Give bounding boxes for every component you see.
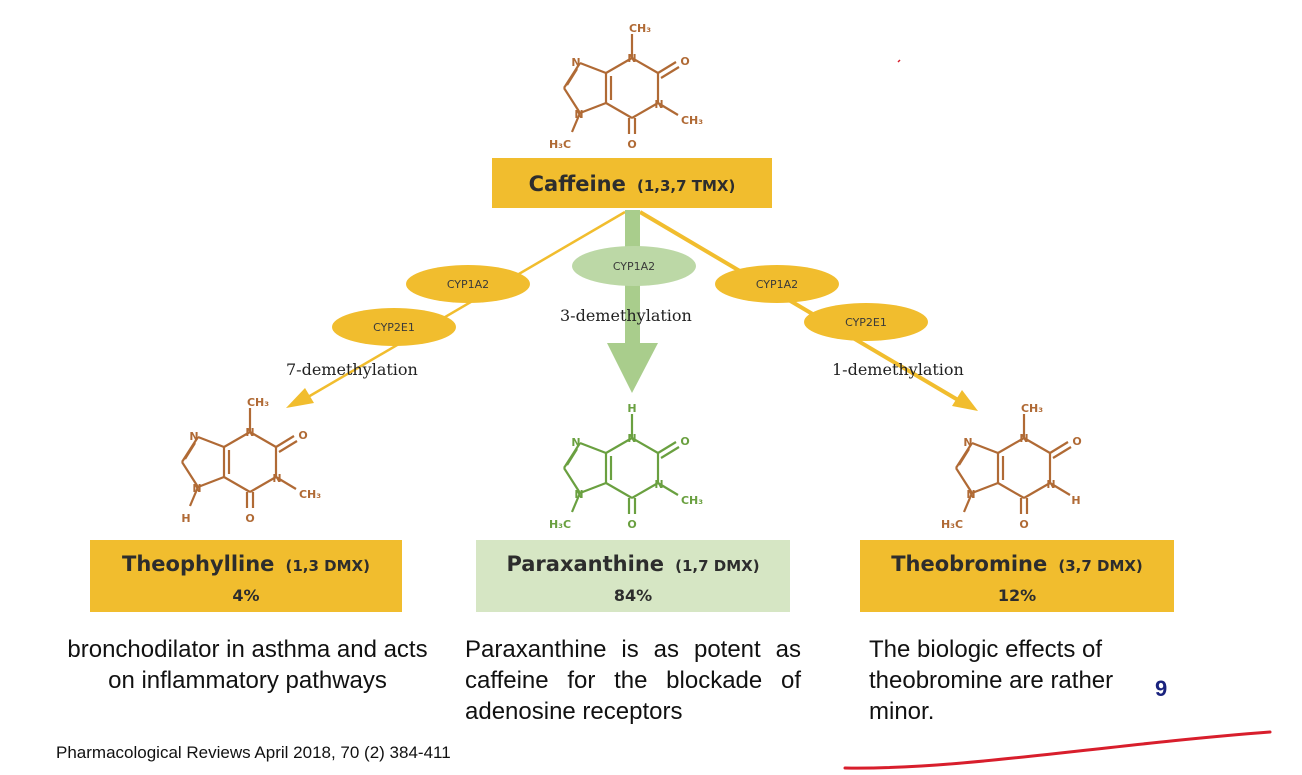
theobromine-percent: 12% xyxy=(998,586,1036,605)
atom-label: N xyxy=(571,56,580,69)
left-arrowhead xyxy=(286,388,314,408)
caffeine-code: (1,3,7 TMX) xyxy=(637,177,735,195)
atom-label: O xyxy=(298,429,307,442)
enzyme-label-center: CYP1A2 xyxy=(613,260,655,273)
right-pathway-line xyxy=(638,210,960,402)
theophylline-structure: CH₃ N O N CH₃ O N H N xyxy=(180,396,321,525)
citation: Pharmacological Reviews April 2018, 70 (… xyxy=(56,743,451,762)
atom-label: O xyxy=(245,512,254,525)
paraxanthine-percent: 84% xyxy=(614,586,652,605)
theobromine-description: The biologic effects of theobromine are … xyxy=(869,636,1114,725)
atom-label: CH₃ xyxy=(299,488,321,501)
page-number: 9 xyxy=(1155,676,1168,701)
atom-label: O xyxy=(680,55,689,68)
paraxanthine-name: Paraxanthine xyxy=(506,552,664,576)
paraxanthine-label: Paraxanthine (1,7 DMX) xyxy=(506,552,759,576)
right-arrowhead xyxy=(952,390,978,411)
caffeine-label: Caffeine (1,3,7 TMX) xyxy=(529,172,736,196)
atom-label: N xyxy=(627,52,636,65)
theophylline-label: Theophylline (1,3 DMX) xyxy=(122,552,370,576)
atom-label: CH₃ xyxy=(247,396,269,409)
atom-label: CH₃ xyxy=(681,494,703,507)
theobromine-name: Theobromine xyxy=(891,552,1047,576)
atom-label: N xyxy=(272,472,281,485)
atom-label: N xyxy=(963,436,972,449)
enzyme-ellipse-cyp2e1-left xyxy=(332,308,456,346)
enzyme-ellipse-cyp1a2-left xyxy=(406,265,530,303)
paraxanthine-box xyxy=(476,540,790,612)
left-pathway-line xyxy=(307,210,626,399)
caffeine-name: Caffeine xyxy=(529,172,626,196)
atom-label: O xyxy=(627,518,636,531)
center-arrowhead xyxy=(607,343,658,393)
theobromine-code: (3,7 DMX) xyxy=(1058,557,1142,575)
paraxanthine-structure: H N O N CH₃ O N H₃C N xyxy=(549,402,703,531)
red-mark-annotation xyxy=(897,59,901,63)
atom-label: N xyxy=(574,108,583,121)
pathway-arrows xyxy=(286,210,978,411)
atom-label: N xyxy=(189,430,198,443)
enzyme-label-left-2: CYP2E1 xyxy=(373,321,415,334)
atom-label: O xyxy=(1019,518,1028,531)
atom-label: H xyxy=(627,402,636,415)
theobromine-structure: CH₃ N O N H O N H₃C N xyxy=(941,402,1082,531)
theobromine-box xyxy=(860,540,1174,612)
atom-label: H₃C xyxy=(549,518,571,531)
atom-label: CH₃ xyxy=(629,22,651,35)
enzyme-label-right-1: CYP1A2 xyxy=(756,278,798,291)
theophylline-name: Theophylline xyxy=(122,552,274,576)
enzyme-ellipse-cyp2e1-right xyxy=(804,303,928,341)
atom-label: N xyxy=(245,426,254,439)
atom-label: N xyxy=(654,478,663,491)
atom-label: N xyxy=(654,98,663,111)
red-underline-annotation xyxy=(843,730,1272,770)
theophylline-box xyxy=(90,540,402,612)
paraxanthine-description: Paraxanthine is as potent as caffeine fo… xyxy=(465,636,801,725)
atom-label: O xyxy=(680,435,689,448)
atom-label: H₃C xyxy=(941,518,963,531)
theobromine-label: Theobromine (3,7 DMX) xyxy=(891,552,1143,576)
theophylline-percent: 4% xyxy=(232,586,259,605)
atom-label: N xyxy=(966,488,975,501)
theophylline-description: bronchodilator in asthma and acts on inf… xyxy=(67,636,428,694)
reaction-label-center: 3-demethylation xyxy=(560,306,692,325)
atom-label: N xyxy=(1046,478,1055,491)
atom-label: N xyxy=(1019,432,1028,445)
atom-label: H xyxy=(1071,494,1080,507)
atom-label: O xyxy=(1072,435,1081,448)
atom-label: H₃C xyxy=(549,138,571,151)
enzymes: CYP1A2 CYP2E1 CYP1A2 CYP1A2 CYP2E1 xyxy=(332,246,928,346)
theophylline-code: (1,3 DMX) xyxy=(286,557,370,575)
paraxanthine-code: (1,7 DMX) xyxy=(675,557,759,575)
atom-label: N xyxy=(627,432,636,445)
enzyme-label-right-2: CYP2E1 xyxy=(845,316,887,329)
reaction-label-left: 7-demethylation xyxy=(286,360,418,379)
atom-label: CH₃ xyxy=(681,114,703,127)
enzyme-ellipse-cyp1a2-right xyxy=(715,265,839,303)
reaction-labels: 7-demethylation 3-demethylation 1-demeth… xyxy=(286,306,964,379)
atom-label: N xyxy=(571,436,580,449)
caffeine-box xyxy=(492,158,772,208)
enzyme-label-left-1: CYP1A2 xyxy=(447,278,489,291)
atom-label: N xyxy=(192,482,201,495)
caffeine-structure: CH₃ N O N CH₃ O N H₃C N xyxy=(549,22,703,151)
atom-label: H xyxy=(181,512,190,525)
atom-label: N xyxy=(574,488,583,501)
atom-label: CH₃ xyxy=(1021,402,1043,415)
reaction-label-right: 1-demethylation xyxy=(832,360,964,379)
enzyme-ellipse-cyp1a2-center xyxy=(572,246,696,286)
atom-label: O xyxy=(627,138,636,151)
